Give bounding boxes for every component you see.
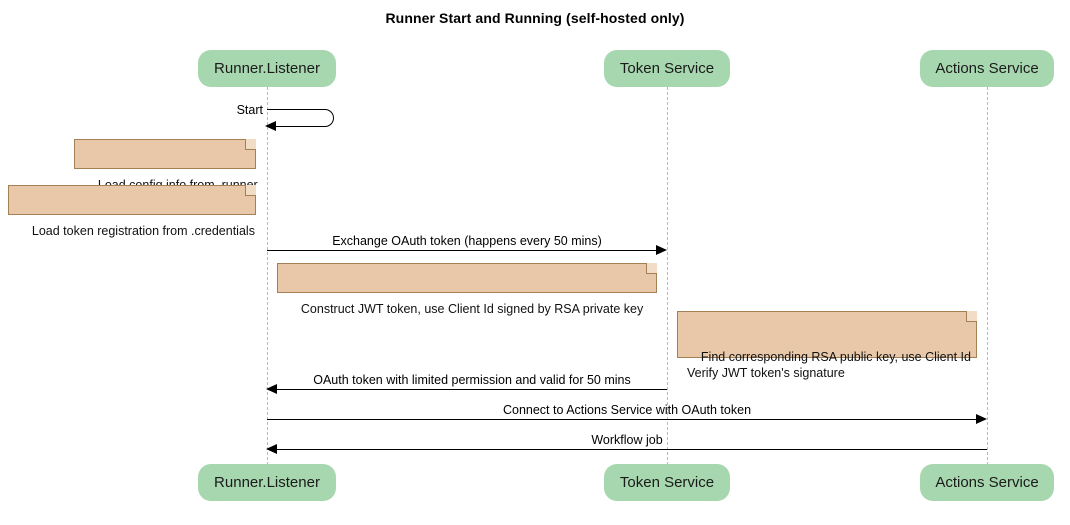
arrow-head-exchange-oauth <box>656 245 667 255</box>
message-label-connect-actions: Connect to Actions Service with OAuth to… <box>502 403 752 417</box>
message-line-connect-actions <box>267 419 977 420</box>
diagram-title: Runner Start and Running (self-hosted on… <box>385 10 685 26</box>
arrow-head-workflow-job <box>266 444 277 454</box>
arrow-head-start <box>265 121 276 131</box>
participant-token-service-bottom[interactable]: Token Service <box>604 464 730 501</box>
message-label-oauth-token-return: OAuth token with limited permission and … <box>313 373 631 387</box>
note-text: Find corresponding RSA public key, use C… <box>687 350 971 380</box>
arrow-head-oauth-token-return <box>266 384 277 394</box>
note-load-token-registration: Load token registration from .credential… <box>8 185 256 238</box>
message-line-oauth-token-return <box>277 389 667 390</box>
participant-token-service-top[interactable]: Token Service <box>604 50 730 87</box>
participant-actions-service-top[interactable]: Actions Service <box>920 50 1054 87</box>
lifeline-token <box>667 87 668 465</box>
note-load-config: Load config info from .runner <box>74 139 258 192</box>
message-label-start: Start <box>236 103 263 117</box>
message-line-workflow-job <box>277 449 987 450</box>
arrow-head-connect-actions <box>976 414 987 424</box>
message-label-exchange-oauth: Exchange OAuth token (happens every 50 m… <box>332 234 602 248</box>
note-verify-jwt-signature: Find corresponding RSA public key, use C… <box>677 311 977 380</box>
lifeline-actions <box>987 87 988 465</box>
lifeline-runner <box>267 87 268 465</box>
message-line-exchange-oauth <box>267 250 657 251</box>
note-fold-corner-icon <box>245 185 256 196</box>
note-fold-corner-icon <box>966 311 977 322</box>
participant-runner-listener-bottom[interactable]: Runner.Listener <box>198 464 336 501</box>
note-text: Construct JWT token, use Client Id signe… <box>300 302 644 316</box>
message-self-loop-start <box>267 109 334 127</box>
participant-runner-listener-top[interactable]: Runner.Listener <box>198 50 336 87</box>
note-text: Load token registration from .credential… <box>31 224 255 238</box>
note-construct-jwt: Construct JWT token, use Client Id signe… <box>277 263 657 316</box>
participant-actions-service-bottom[interactable]: Actions Service <box>920 464 1054 501</box>
note-fold-corner-icon <box>245 139 256 150</box>
message-label-workflow-job: Workflow job <box>591 433 663 447</box>
note-fold-corner-icon <box>646 263 657 274</box>
